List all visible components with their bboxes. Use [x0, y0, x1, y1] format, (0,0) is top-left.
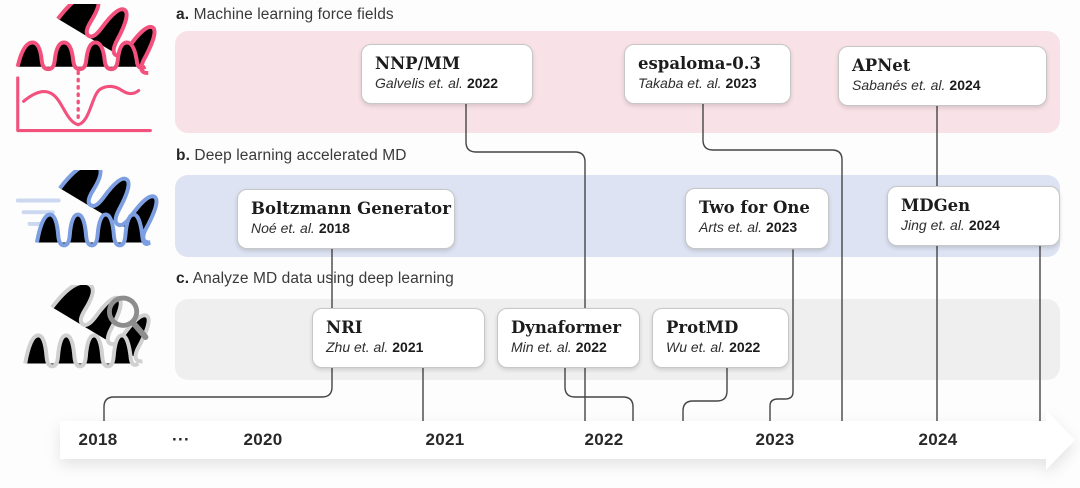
card-authors: Wu et. al.	[666, 339, 726, 355]
card-title: MDGen	[901, 196, 971, 215]
section-c-label: c. Analyze MD data using deep learning	[176, 270, 454, 288]
card-protmd: ProtMD Wu et. al.2022	[652, 308, 789, 368]
section-a-label: a. Machine learning force fields	[176, 6, 394, 24]
card-year: 2021	[392, 339, 424, 355]
energy-landscape-helix-icon	[15, 4, 164, 133]
connector-boltzmann-2018	[103, 248, 333, 425]
card-mdgen: MDGen Jing et. al.2024	[887, 186, 1060, 246]
year-2018: 2018	[78, 430, 118, 449]
card-authors: Galvelis et. al.	[375, 75, 463, 91]
section-c-prefix: c.	[176, 270, 190, 287]
card-title: ProtMD	[666, 318, 739, 337]
energy-axis	[16, 76, 152, 133]
card-authors: Sabanés et. al.	[852, 77, 946, 93]
section-c-text: Analyze MD data using deep learning	[192, 270, 454, 287]
card-year: 2023	[725, 75, 757, 91]
timeline-arrow	[60, 410, 1075, 470]
card-year: 2023	[766, 219, 798, 235]
magnifier-glass-icon	[106, 295, 149, 340]
card-year: 2022	[729, 339, 761, 355]
card-nri: NRI Zhu et. al.2021	[312, 308, 485, 368]
card-year: 2024	[968, 217, 1000, 233]
energy-well-curve	[22, 84, 141, 127]
section-b-label: b. Deep learning accelerated MD	[176, 147, 407, 165]
connector-dynaformer-2022	[564, 367, 634, 425]
card-title: Boltzmann Generator	[251, 199, 451, 218]
card-nnp-mm: NNP/MM Galvelis et. al.2022	[361, 44, 533, 104]
accelerated-helix-icon	[15, 170, 164, 247]
card-title: Two for One	[699, 198, 810, 217]
card-authors: Jing et. al.	[901, 217, 965, 233]
section-a-prefix: a.	[176, 6, 190, 23]
year-2020: 2020	[243, 430, 283, 449]
card-espaloma: espaloma-0.3 Takaba et. al.2023	[624, 44, 791, 104]
card-authors: Noé et. al.	[251, 220, 315, 236]
card-two-for-one: Two for One Arts et. al.2023	[685, 188, 829, 249]
section-b-prefix: b.	[176, 147, 190, 164]
card-apnet: APNet Sabanés et. al.2024	[838, 46, 1047, 106]
card-title: espaloma-0.3	[638, 54, 761, 73]
card-year: 2018	[318, 220, 350, 236]
year-2021: 2021	[425, 430, 465, 449]
card-boltzmann-generator: Boltzmann Generator Noé et. al.2018	[237, 189, 455, 249]
connector-twoforone-2023	[769, 249, 794, 425]
card-dynaformer: Dynaformer Min et. al.2022	[497, 308, 640, 368]
year-ellipsis: ···	[172, 430, 190, 449]
card-authors: Arts et. al.	[699, 219, 763, 235]
year-2022: 2022	[584, 430, 624, 449]
section-b-text: Deep learning accelerated MD	[194, 147, 407, 164]
card-title: APNet	[852, 56, 911, 75]
year-2023: 2023	[755, 430, 795, 449]
magnifier-helix-icon	[23, 285, 164, 368]
connector-espaloma-2023	[702, 103, 843, 425]
section-a-text: Machine learning force fields	[193, 6, 394, 23]
card-year: 2022	[466, 75, 499, 91]
card-title: Dynaformer	[511, 318, 622, 337]
connector-protmd-2022	[682, 367, 728, 425]
connector-nnpmm-2022	[465, 103, 586, 425]
card-title: NNP/MM	[375, 54, 461, 73]
card-authors: Zhu et. al.	[326, 339, 389, 355]
card-authors: Min et. al.	[511, 339, 572, 355]
card-authors: Takaba et. al.	[638, 75, 722, 91]
year-2024: 2024	[918, 430, 958, 449]
card-title: NRI	[326, 318, 363, 337]
card-year: 2024	[949, 77, 981, 93]
card-year: 2022	[575, 339, 607, 355]
